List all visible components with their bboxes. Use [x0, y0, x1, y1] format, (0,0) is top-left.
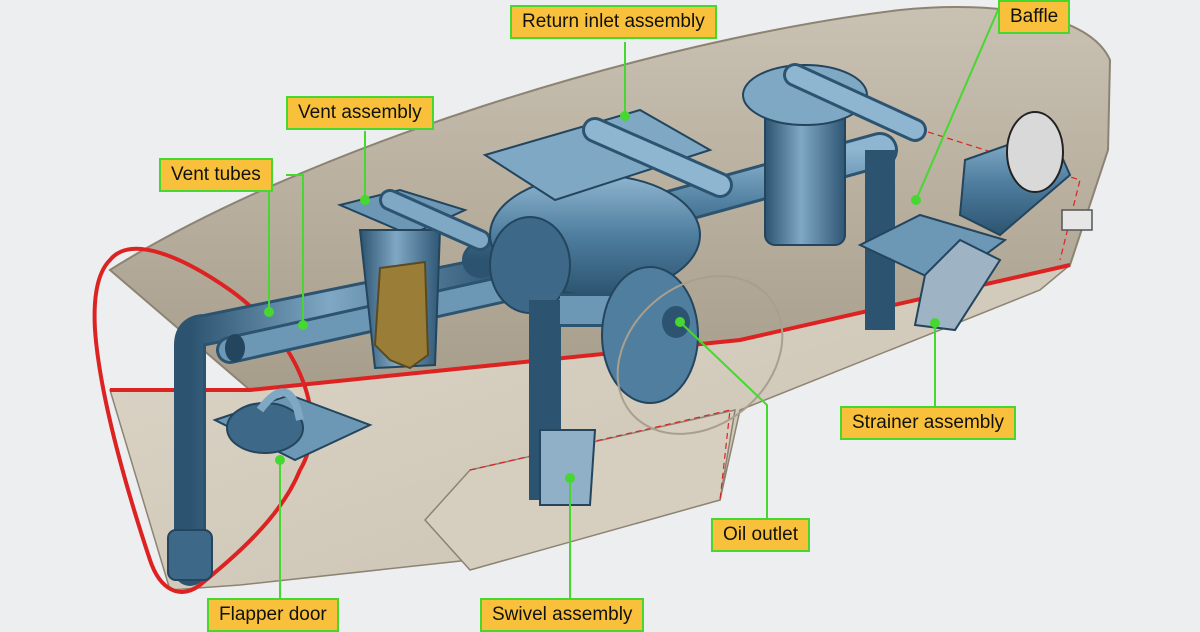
- tank-end-outline: [92, 246, 314, 594]
- leader-baffle: [915, 9, 999, 201]
- dot-swivel: [565, 473, 575, 483]
- upper-canister: [742, 63, 927, 246]
- vent-assembly: [336, 188, 491, 370]
- label-strainer-assembly: Strainer assembly: [840, 406, 1017, 440]
- label-oil-outlet: Oil outlet: [711, 518, 810, 552]
- vent-tubes: [167, 254, 516, 586]
- dot-baffle: [911, 195, 921, 205]
- label-vent-assembly: Vent assembly: [286, 96, 434, 130]
- leader-lines: [268, 9, 999, 600]
- dot-flapper-door: [275, 455, 285, 465]
- label-baffle: Baffle: [998, 0, 1071, 34]
- label-swivel-assembly: Swivel assembly: [480, 598, 645, 632]
- baffle-dashed-outline: [889, 119, 1081, 261]
- leader-dots: [264, 111, 940, 483]
- dot-strainer: [930, 318, 940, 328]
- label-flapper-door: Flapper door: [207, 598, 339, 632]
- dot-vent-tubes-a: [264, 307, 274, 317]
- label-vent-tubes: Vent tubes: [159, 158, 273, 192]
- strainer-assembly: [857, 111, 1093, 332]
- dot-oil-outlet: [675, 317, 685, 327]
- flapper-door: [212, 388, 373, 462]
- label-return-inlet-assembly: Return inlet assembly: [510, 5, 717, 39]
- dot-vent-tubes-b: [298, 320, 308, 330]
- dot-vent-assembly: [360, 195, 370, 205]
- leader-vent-tubes-b: [286, 174, 304, 325]
- leader-oil-outlet: [679, 321, 768, 518]
- oil-outlet-fitting: [529, 266, 784, 506]
- return-inlet-assembly: [482, 108, 733, 314]
- dot-return-inlet: [620, 111, 630, 121]
